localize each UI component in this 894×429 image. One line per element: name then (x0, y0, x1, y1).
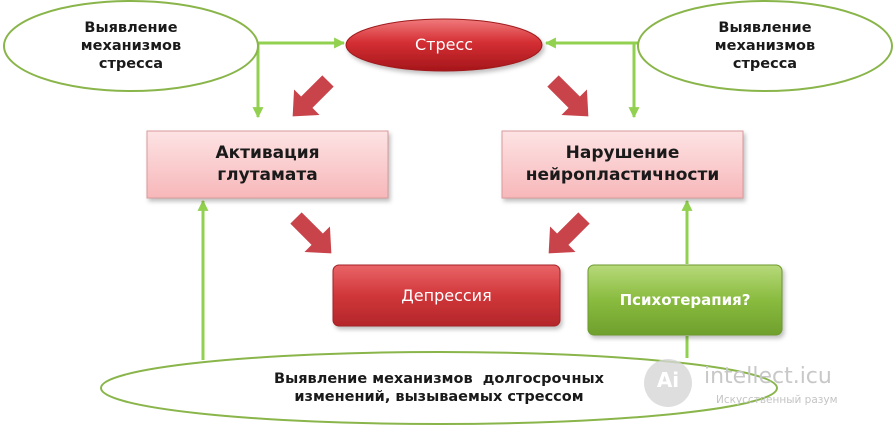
neuro-box (501, 130, 744, 199)
glutamate-label: Активация глутамата (147, 131, 388, 198)
red-arrow-glutamate-to-depression (290, 212, 332, 254)
oval-right-line-2: механизмов (714, 37, 816, 54)
oval-left-line-3: стресса (98, 56, 164, 73)
green-connectors (197, 37, 693, 360)
neuro-line-2: нейропластичности (525, 164, 720, 185)
watermark-logo-circle (644, 359, 692, 407)
depression-box (332, 264, 561, 327)
oval-left-line-2: механизмов (80, 37, 182, 54)
stress-label: Стресс (414, 35, 474, 54)
watermark-logo-text: Ai (656, 368, 680, 392)
glutamate-box (146, 130, 389, 199)
oval-bottom-shape (100, 351, 778, 425)
neuro-line-1: Нарушение (565, 143, 680, 164)
psycho-box (587, 264, 783, 336)
oval-right-shape (637, 0, 893, 92)
oval-bottom-line-1: Выявление механизмов долгосрочных (274, 370, 604, 387)
red-arrow-neuro-to-depression (548, 212, 590, 254)
oval-right-line-1: Выявление (718, 19, 812, 36)
oval-left-line-1: Выявление (84, 19, 178, 36)
oval-left-shape (3, 0, 259, 92)
watermark-name: intellect.icu (704, 364, 832, 389)
oval-left-label: Выявление механизмов стресса (20, 4, 242, 88)
oval-right-line-3: стресса (732, 56, 798, 73)
glutamate-line-1: Активация (215, 143, 320, 164)
stress-shape (345, 18, 543, 72)
depression-label: Депрессия (401, 285, 492, 305)
glutamate-line-2: глутамата (217, 164, 318, 185)
neuro-label: Нарушение нейропластичности (502, 131, 743, 198)
oval-bottom-label: Выявление механизмов долгосрочных измене… (200, 362, 678, 414)
psycho-label: Психотерапия? (619, 290, 751, 309)
oval-right-label: Выявление механизмов стресса (654, 4, 876, 88)
oval-bottom-line-2: изменений, вызываемых стрессом (294, 389, 584, 405)
red-arrow-stress-to-neuro (547, 75, 589, 117)
red-arrow-stress-to-glutamate (292, 75, 334, 117)
red-arrows (290, 75, 590, 254)
watermark-tagline: Искусственный разум (716, 394, 838, 406)
